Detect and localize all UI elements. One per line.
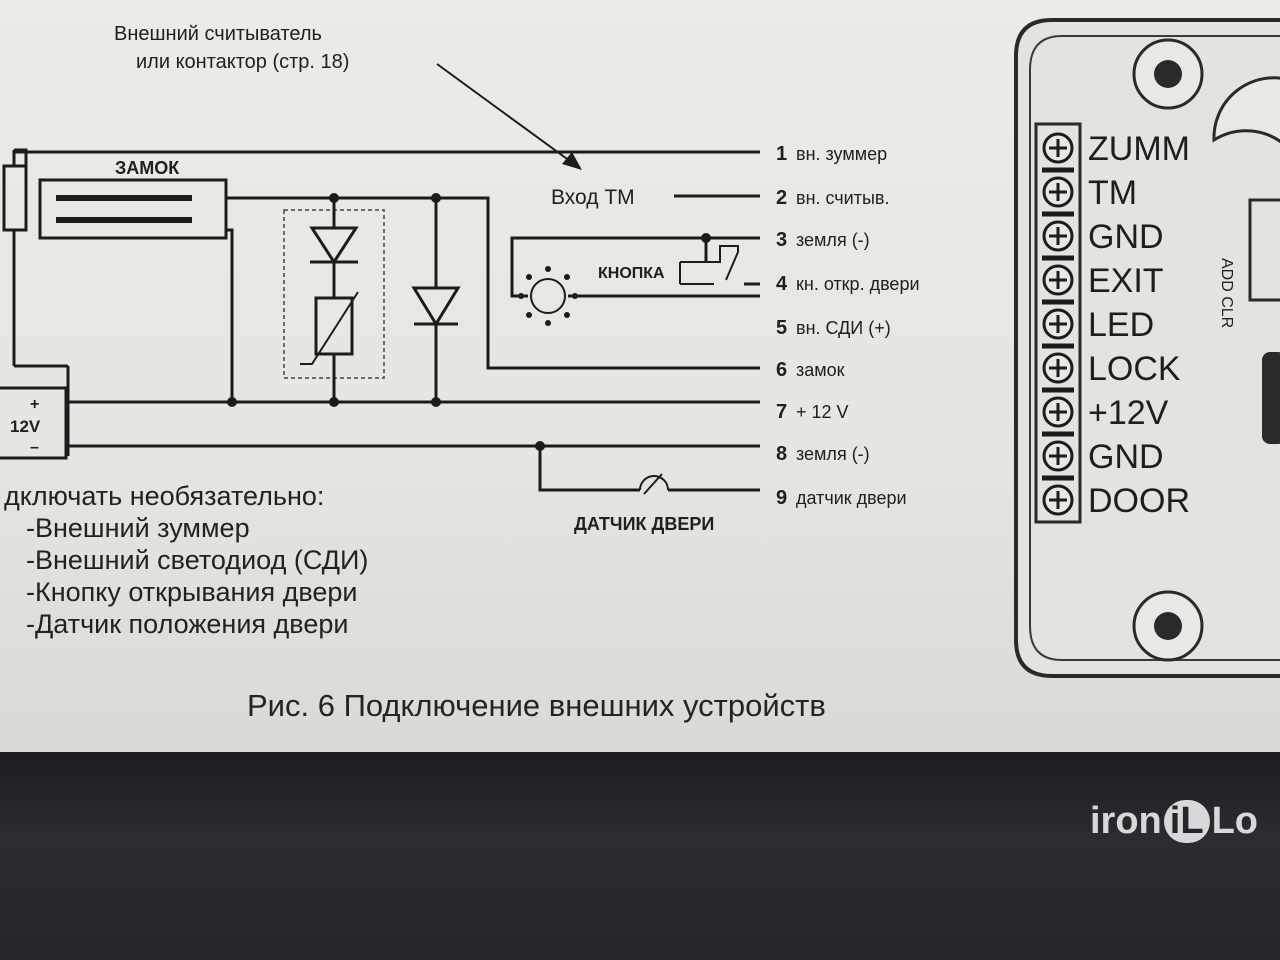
lock-label: ЗАМОК	[115, 158, 180, 178]
varistor-body	[314, 296, 354, 356]
pin-label: кн. откр. двери	[796, 274, 920, 294]
terminal-screw-slot	[1049, 315, 1067, 333]
terminal-label: LOCK	[1088, 350, 1181, 388]
pin-number: 9	[776, 487, 787, 509]
pin-label: земля (-)	[796, 444, 870, 464]
pin-number: 4	[776, 273, 788, 295]
board-add-clr-label: ADD CLR	[1218, 258, 1235, 328]
terminal-screw-slot	[1049, 139, 1067, 157]
terminal-screw-slot	[1049, 183, 1067, 201]
pin-label: датчик двери	[796, 488, 907, 508]
terminal-label: TM	[1088, 174, 1137, 212]
wire-lock-return	[226, 228, 234, 402]
led-icon	[530, 278, 566, 314]
pin-number: 2	[776, 187, 787, 209]
pin-label: вн. зуммер	[796, 144, 887, 164]
notes-heading: дключать необязательно:	[4, 481, 325, 511]
terminal-list: ZUMM TM GND EXIT LED LOCK +12V GND DOOR	[1042, 130, 1190, 520]
door-sensor-label: ДАТЧИК ДВЕРИ	[574, 514, 714, 534]
notes-item: -Внешний зуммер	[26, 513, 250, 543]
mount-hole-bottom-screw	[1154, 612, 1182, 640]
pin-label: + 12 V	[796, 402, 849, 422]
junction-dot	[227, 397, 237, 407]
pin-number: 3	[776, 229, 787, 251]
varistor-slash	[300, 291, 359, 365]
terminal-label: LED	[1088, 306, 1154, 344]
psu-voltage: 12V	[10, 417, 41, 436]
callout-arrow-head	[562, 152, 582, 170]
brand-logo-mark: iL	[1163, 800, 1210, 843]
pin-number: 1	[776, 143, 787, 165]
pin-label: замок	[796, 360, 845, 380]
booklet-cover-band	[0, 752, 1280, 960]
wire-pin-1	[12, 150, 760, 154]
controller-board	[1014, 18, 1280, 678]
pin-number: 6	[776, 359, 787, 381]
notes-item: -Датчик положения двери	[26, 609, 349, 639]
terminal-screw-slot	[1049, 491, 1067, 509]
notes-item: -Кнопку открывания двери	[26, 577, 358, 607]
psu-minus: –	[30, 439, 39, 456]
callout-line-1: Внешний считыватель	[114, 23, 322, 45]
pin-number: 8	[776, 443, 787, 465]
left-wire-top	[14, 148, 28, 166]
door-sensor-contact	[643, 473, 663, 495]
pin-label: вн. считыв.	[796, 188, 889, 208]
brand-prefix: iron	[1090, 800, 1162, 842]
terminal-screw-slot	[1049, 359, 1067, 377]
brand-suffix: Lo	[1211, 800, 1258, 842]
callout-line-2: или контактор (стр. 18)	[136, 51, 349, 73]
callout-arrow-line	[436, 63, 575, 165]
wiring-diagram: Внешний считыватель или контактор (стр. …	[0, 18, 1280, 678]
terminal-strip	[1034, 122, 1082, 524]
junction-dot	[535, 441, 545, 451]
pin-number: 5	[776, 317, 787, 339]
pin-label-list: 1 вн. зуммер 2 вн. считыв. 3 земля (-) 4 кн. от…	[776, 143, 920, 509]
left-component	[2, 164, 28, 232]
terminal-label: GND	[1088, 438, 1164, 476]
reader-window	[1212, 76, 1280, 144]
terminal-screw-slot	[1049, 227, 1067, 245]
pin-label: вн. СДИ (+)	[796, 318, 891, 338]
board-component	[1262, 352, 1280, 444]
jumper-block	[1248, 198, 1280, 302]
terminal-screw-slot	[1049, 447, 1067, 465]
diode-symbol	[309, 226, 359, 265]
terminal-label: ZUMM	[1088, 130, 1190, 168]
optional-connections-note: дключать необязательно: -Внешний зуммер …	[4, 480, 368, 640]
wire-pin-6	[226, 196, 760, 370]
wire-door-sensor-left	[538, 446, 640, 492]
terminal-screw-slot	[1049, 403, 1067, 421]
controller-board-inner	[1029, 35, 1280, 661]
psu-plus: +	[30, 396, 39, 413]
figure-caption: Рис. 6 Подключение внешних устройств	[247, 688, 826, 723]
terminal-label: EXIT	[1088, 262, 1164, 300]
terminal-label: DOOR	[1088, 482, 1190, 520]
notes-item: -Внешний светодиод (СДИ)	[26, 545, 369, 575]
led-rays	[518, 266, 578, 326]
pin-label: земля (-)	[796, 230, 870, 250]
psu-box	[0, 386, 68, 460]
mount-hole-top-screw	[1154, 60, 1182, 88]
pin-number: 7	[776, 401, 787, 423]
terminal-screw-slot	[1049, 271, 1067, 289]
terminal-label: GND	[1088, 218, 1164, 256]
button-contact	[680, 245, 739, 281]
lock-body	[38, 178, 228, 240]
door-sensor-icon	[639, 475, 669, 491]
diode-2-symbol	[411, 286, 461, 327]
terminal-label: +12V	[1088, 394, 1169, 432]
button-label: КНОПКА	[598, 265, 665, 282]
tm-input-label: Вход ТМ	[551, 186, 635, 209]
